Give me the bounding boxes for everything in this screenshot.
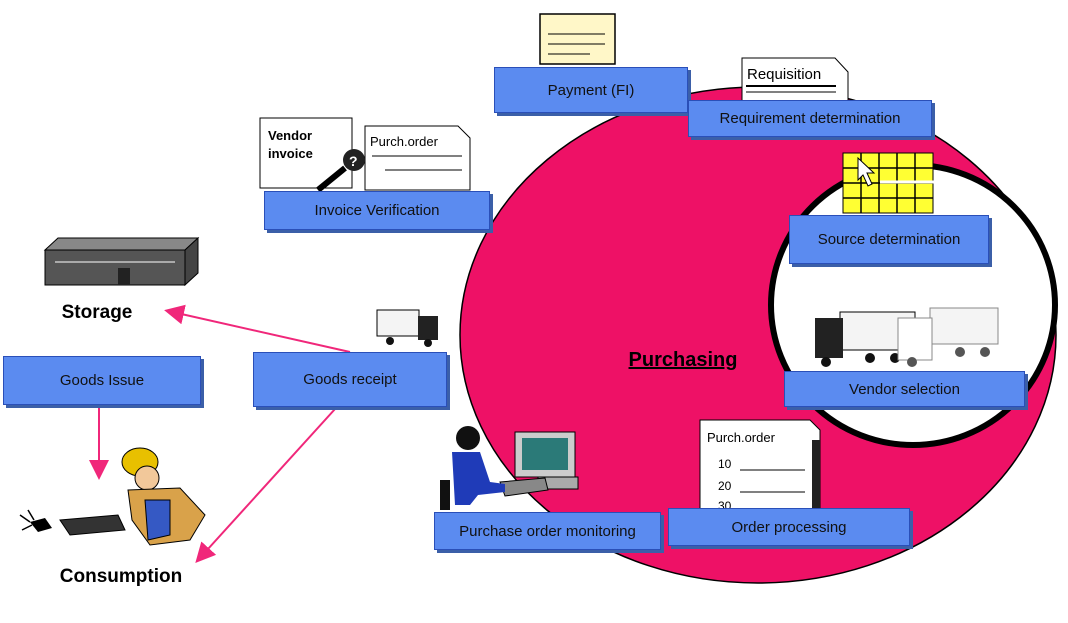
svg-text:?: ? [349, 153, 358, 169]
purch-order-small-document-icon: Purch.order [364, 125, 471, 191]
po-line-20: 20 [718, 479, 732, 493]
vendor-invoice-document-icon: Vendor invoice [259, 117, 353, 189]
worker-drilling-icon [19, 447, 206, 546]
po-line-10: 10 [718, 457, 732, 471]
purch-order-label: Purch.order [707, 430, 776, 445]
arrow-goods-receipt-to-consumption [195, 397, 346, 563]
order-processing-box: Order processing [668, 508, 910, 546]
requirement-determination-box: Requirement determination [688, 100, 932, 137]
source-grid-icon [842, 152, 940, 214]
goods-receipt-truck-icon [376, 309, 438, 347]
vendor-invoice-label-1: Vendor [268, 128, 312, 143]
requisition-document-icon: Requisition [741, 57, 849, 103]
goods-receipt-box: Goods receipt [253, 352, 447, 407]
source-determination-box: Source determination [789, 215, 989, 264]
storage-label: Storage [62, 302, 133, 323]
purch-order-document-icon: Purch.order 10 20 30 [699, 419, 821, 516]
purchasing-label: Purchasing [629, 349, 738, 371]
warehouse-icon [43, 236, 200, 287]
vendor-selection-box: Vendor selection [784, 371, 1025, 407]
consumption-label: Consumption [60, 566, 182, 587]
invoice-verification-box: Invoice Verification [264, 191, 490, 230]
requisition-label: Requisition [747, 66, 821, 83]
payment-check-icon [539, 13, 616, 65]
arrow-goods-receipt-to-storage [164, 304, 351, 353]
vendor-invoice-label-2: invoice [268, 146, 313, 161]
magnifier-question-icon: ? [316, 149, 365, 193]
person-at-computer-icon [440, 426, 579, 510]
vendor-trucks-icon [815, 307, 999, 367]
payment-fi-box: Payment (FI) [494, 67, 688, 113]
purchase-order-monitoring-box: Purchase order monitoring [434, 512, 661, 550]
goods-issue-box: Goods Issue [3, 356, 201, 405]
purch-order-small-label: Purch.order [370, 134, 439, 149]
